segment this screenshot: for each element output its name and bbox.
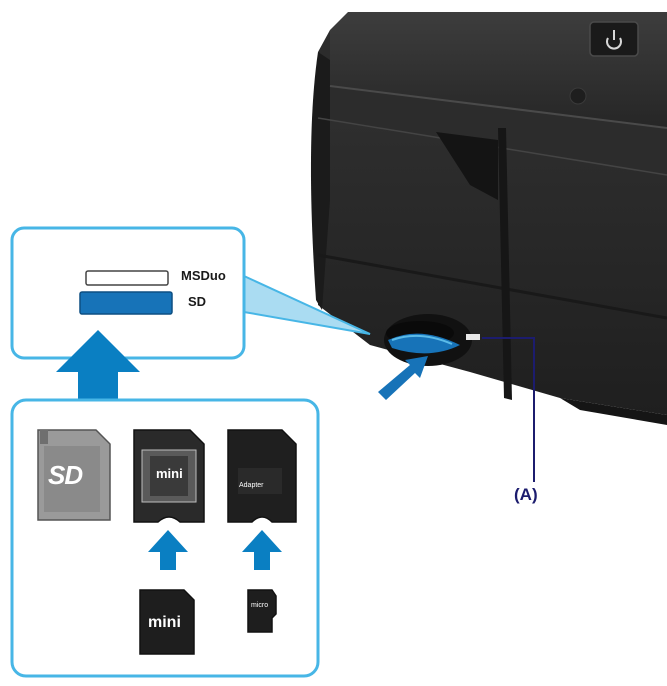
callout-line	[482, 337, 535, 482]
insert-arrow-icon	[378, 356, 428, 400]
access-lamp	[466, 334, 480, 340]
power-button[interactable]	[589, 21, 639, 57]
msduo-label: MSDuo	[181, 268, 226, 283]
microsd-adapter	[227, 429, 297, 523]
sd-slot	[79, 291, 173, 315]
indicator-dot	[569, 87, 587, 105]
microsd-up-arrow-icon	[242, 530, 282, 570]
microsd-card-text: micro	[251, 602, 269, 609]
printer-body	[310, 12, 667, 425]
minisd-adapter-text: mini	[156, 466, 183, 481]
minisd-adapter	[133, 429, 205, 523]
printer-card-slot[interactable]	[384, 314, 472, 366]
minisd-up-arrow-icon	[148, 530, 188, 570]
minisd-card	[139, 589, 195, 655]
sd-card-logo: SD	[48, 460, 83, 490]
up-arrow-icon	[56, 330, 140, 404]
microsd-adapter-text: Adapter	[239, 482, 264, 489]
power-icon	[606, 30, 622, 50]
microsd-card	[247, 589, 277, 633]
sd-card	[37, 429, 111, 521]
slot-detail-panel	[10, 226, 246, 360]
led-callout-label: (A)	[514, 485, 538, 504]
sd-label: SD	[188, 294, 207, 309]
cards-panel	[10, 398, 320, 678]
minisd-card-text: mini	[148, 614, 181, 631]
msduo-slot	[85, 270, 169, 286]
